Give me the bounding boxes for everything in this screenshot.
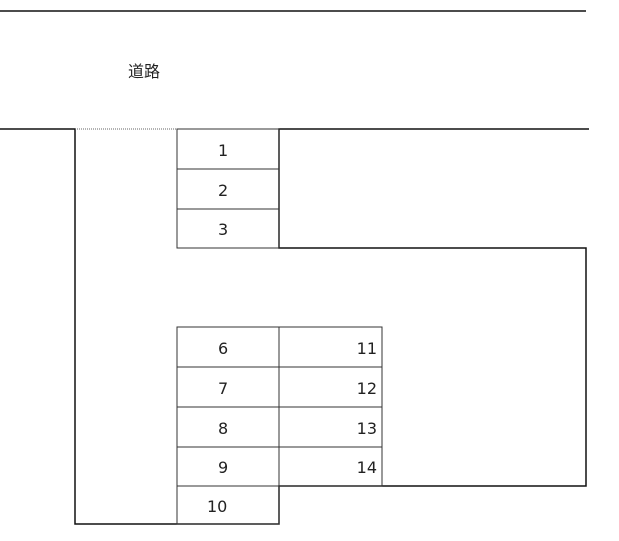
slot-3-cell bbox=[176, 208, 280, 249]
road-label: 道路 bbox=[128, 62, 160, 81]
slot-2-label: 2 bbox=[218, 181, 228, 200]
slot-group-upper bbox=[176, 128, 280, 249]
slot-14-label: 14 bbox=[357, 458, 377, 477]
slot-7-label: 7 bbox=[218, 379, 228, 398]
slot-11-label: 11 bbox=[357, 339, 377, 358]
slot-9-label: 9 bbox=[218, 458, 228, 477]
slot-8-label: 8 bbox=[218, 419, 228, 438]
slot-10-label: 10 bbox=[207, 497, 227, 516]
slot-1-label: 1 bbox=[218, 141, 228, 160]
slot-14-cell bbox=[278, 446, 383, 487]
slot-13-label: 13 bbox=[357, 419, 377, 438]
slot-group-lower-right bbox=[278, 326, 383, 487]
slot-3-label: 3 bbox=[218, 220, 228, 239]
slot-12-label: 12 bbox=[357, 379, 377, 398]
slot-10-cell bbox=[176, 485, 280, 525]
slot-6-label: 6 bbox=[218, 339, 228, 358]
